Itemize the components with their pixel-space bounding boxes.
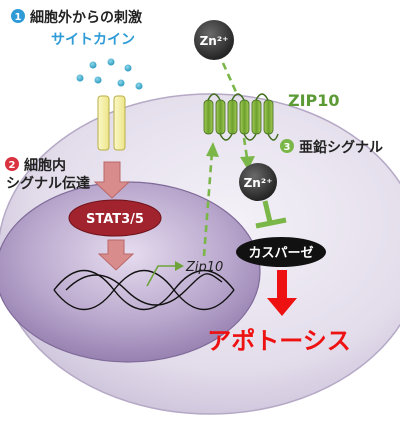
dna-strand-1 [53,269,235,311]
zinc-influx-arrow-lower [242,137,249,159]
stat35-node: STAT3/5 [68,199,162,237]
cytokine-dot [107,58,115,66]
cytokine-dot [117,79,125,87]
step3-title: 亜鉛シグナル [299,139,383,156]
dna-strand-2 [53,269,235,311]
step3-badge [280,139,294,153]
zinc-ion-intracellular: Zn²⁺ [239,163,277,201]
transporter-loops [207,93,279,141]
step2-number: 2 [9,160,16,171]
zinc-ion-inner-label: Zn²⁺ [244,176,273,190]
transporter-helix [203,99,214,135]
cytokine-dot [89,61,97,69]
caspase-inhibition-marker [255,200,287,229]
cytokine-label: サイトカイン [51,32,135,48]
inhibition-bar [255,217,287,229]
stat35-ellipse [68,199,162,237]
cytokine-dot [76,74,84,82]
caspase-ellipse [236,237,326,267]
step3-label: 3 亜鉛シグナル [280,139,383,156]
zinc-ion-extracellular: Zn²⁺ [194,20,234,60]
step2-badge [5,157,19,171]
zip10-expression-arrowhead [206,142,219,157]
transporter-helix [251,99,262,135]
signal-arrow-stat-to-dna [97,239,135,271]
zip10-expression-arrow [202,151,214,257]
cytokine-dot [124,64,132,72]
step3-number: 3 [284,142,291,153]
step1-badge [11,9,25,23]
cytokine-dot [135,82,143,90]
cytokine-dots [76,58,143,90]
zip10-gene-label: Zip10 [185,260,223,275]
receptor-right-chain [113,95,126,151]
dna-helix [53,269,235,311]
step2-label: 2 細胞内 シグナル伝達 [5,157,90,192]
zinc-ion-inner-circle [239,163,277,201]
transporter-helix [263,99,274,135]
apoptosis-label: アポトーシス [207,327,351,355]
zinc-ion-top-circle [194,20,234,60]
zinc-ion-top-label: Zn²⁺ [200,34,229,48]
zip10-gene-arrowhead [175,261,184,271]
step2-title-line2: シグナル伝達 [6,175,90,192]
transporter-helix [227,99,238,135]
signal-arrow-receptor-to-stat [93,161,131,199]
apoptosis-arrow [267,270,297,316]
step1-label: 1 細胞外からの刺激 サイトカイン [11,9,142,48]
zip10-label: ZIP10 [288,91,340,110]
zinc-influx-arrowhead [240,156,255,170]
caspase-node: カスパーゼ [236,237,326,267]
dna-strand-3 [65,273,223,306]
stat35-label: STAT3/5 [86,212,144,227]
step1-number: 1 [15,12,22,23]
zip10-transporter [203,93,279,141]
cytokine-receptor [97,95,126,151]
cytokine-dot [94,76,102,84]
zinc-influx-arrow-upper [221,62,238,93]
inhibition-stem [262,200,273,223]
caspase-label: カスパーゼ [248,245,313,261]
step1-title: 細胞外からの刺激 [30,9,142,26]
receptor-left-chain [97,95,110,151]
step2-title-line1: 細胞内 [24,157,66,174]
transporter-helix [239,99,250,135]
zip10-gene-arrow [146,265,175,287]
transporter-helix [215,99,226,135]
